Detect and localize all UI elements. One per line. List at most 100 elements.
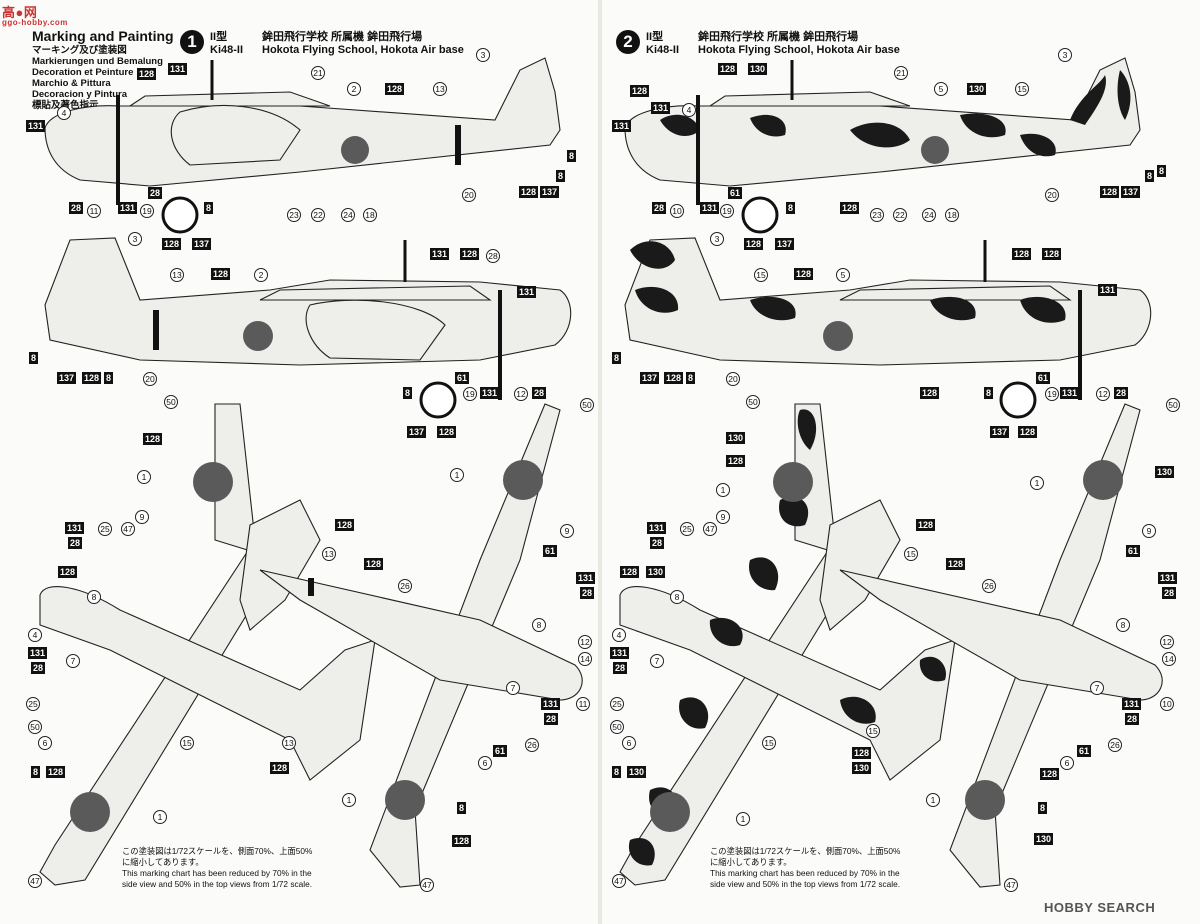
paint-label: 128 (1040, 768, 1060, 780)
callout-1: 1 (342, 793, 356, 807)
callout-19: 19 (140, 204, 154, 218)
paint-label: 131 (647, 522, 667, 534)
callout-25: 25 (26, 697, 40, 711)
paint-label: 8 (1038, 802, 1048, 814)
callout-5: 5 (836, 268, 850, 282)
callout-1: 1 (153, 810, 167, 824)
callout-15: 15 (754, 268, 768, 282)
scale-note-en-2: side view and 50% in the top views from … (122, 879, 313, 889)
scheme-1-model: Ki48-II (210, 44, 244, 56)
callout-9: 9 (716, 510, 730, 524)
callout-47: 47 (612, 874, 626, 888)
callout-50: 50 (610, 720, 624, 734)
scheme-1-page: Marking and Painting マーキング及び塗装図 Markieru… (2, 5, 596, 892)
scale-note-en-2: side view and 50% in the top views from … (710, 879, 901, 889)
paint-label: 128 (364, 558, 384, 570)
callout-10: 11 (87, 204, 101, 218)
callout-47: 47 (1004, 878, 1018, 892)
paint-label: 130 (852, 762, 872, 774)
paint-label: 128 (46, 766, 66, 778)
paint-label: 8 (104, 372, 114, 384)
paint-label: 128 (137, 68, 157, 80)
paint-label: 128 (211, 268, 231, 280)
page-title: Marking and Painting (32, 28, 174, 44)
paint-label: 131 (118, 202, 138, 214)
paint-label: 8 (612, 766, 622, 778)
paint-label: 131 (1098, 284, 1118, 296)
callout-10: 10 (670, 204, 684, 218)
paint-label: 61 (455, 372, 470, 384)
paint-label: 131 (28, 647, 48, 659)
callout-3: 3 (710, 232, 724, 246)
callout-3: 3 (1058, 48, 1072, 62)
callout-7: 7 (650, 654, 664, 668)
paint-label: 8 (457, 802, 467, 814)
callout-4: 4 (57, 106, 71, 120)
scheme-2-page: 2 II型 Ki48-II 鉾田飛行学校 所属機 鉾田飛行場 Hokota Fl… (600, 0, 1200, 924)
watermark-site: ggo-hobby.com (2, 18, 68, 27)
paint-label: 128 (946, 558, 966, 570)
paint-label: 128 (460, 248, 480, 260)
paint-label: 131 (1158, 572, 1178, 584)
paint-label: 131 (480, 387, 500, 399)
paint-label: 128 (519, 186, 539, 198)
scheme-2-model: Ki48-II (646, 44, 680, 56)
paint-label: 128 (1018, 426, 1038, 438)
paint-label: 8 (204, 202, 214, 214)
paint-label: 128 (726, 455, 746, 467)
paint-label: 28 (580, 587, 595, 599)
callout-15: 15 (904, 547, 918, 561)
paint-label: 130 (627, 766, 647, 778)
paint-label: 131 (651, 102, 671, 114)
callout-19: 19 (720, 204, 734, 218)
callout-3: 3 (128, 232, 142, 246)
paint-label: 28 (68, 537, 83, 549)
subtitle-de: Markierungen und Bemalung (32, 56, 163, 67)
callout-19: 19 (463, 387, 477, 401)
callout-25: 25 (680, 522, 694, 536)
scheme-number-2: 2 (616, 30, 640, 54)
paint-label: 28 (31, 662, 46, 674)
paint-label: 61 (493, 745, 508, 757)
callout-25: 25 (98, 522, 112, 536)
callout-26: 26 (982, 579, 996, 593)
paint-label: 128 (58, 566, 78, 578)
callout-22: 22 (311, 208, 325, 222)
callout-13: 13 (433, 82, 447, 96)
paint-label: 128 (270, 762, 290, 774)
paint-label: 137 (1121, 186, 1141, 198)
callout-1: 1 (716, 483, 730, 497)
callout-7: 7 (1090, 681, 1104, 695)
scheme-1-unit-en: Hokota Flying School, Hokota Air base (262, 44, 464, 56)
paint-label: 128 (920, 387, 940, 399)
scale-note-en-1: This marking chart has been reduced by 7… (710, 868, 900, 878)
callout-21: 21 (894, 66, 908, 80)
callout-11: 12 (1160, 635, 1174, 649)
paint-label: 8 (403, 387, 413, 399)
paint-label: 8 (556, 170, 566, 182)
paint-label: 128 (794, 268, 814, 280)
paint-label: 131 (26, 120, 46, 132)
paint-label: 8 (1145, 170, 1155, 182)
paint-label: 28 (613, 662, 628, 674)
scheme-1-unit-jp: 鉾田飛行学校 所属機 鉾田飛行場 (262, 31, 423, 43)
paint-label: 61 (543, 545, 558, 557)
callout-50: 50 (580, 398, 594, 412)
subtitle-fr: Decoration et Peinture (32, 67, 134, 78)
paint-label: 61 (1126, 545, 1141, 557)
paint-label: 8 (612, 352, 622, 364)
callout-4: 4 (612, 628, 626, 642)
callout-7: 7 (66, 654, 80, 668)
paint-label: 28 (544, 713, 559, 725)
callout-11: 12 (514, 387, 528, 401)
callout-9: 9 (1142, 524, 1156, 538)
scheme-number-1: 1 (180, 30, 204, 54)
paint-label: 128 (840, 202, 860, 214)
callout-6: 6 (622, 736, 636, 750)
callout-13: 13 (322, 547, 336, 561)
scheme-2-unit-en: Hokota Flying School, Hokota Air base (698, 44, 900, 56)
paint-label: 131 (1060, 387, 1080, 399)
paint-label: 8 (786, 202, 796, 214)
paint-label: 28 (69, 202, 84, 214)
paint-label: 128 (452, 835, 472, 847)
